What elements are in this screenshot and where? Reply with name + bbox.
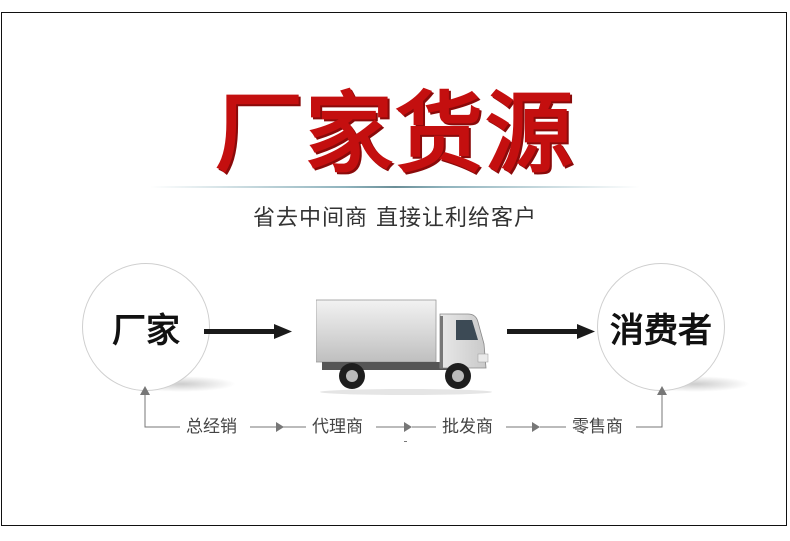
headline: 厂家货源 xyxy=(214,82,575,185)
truck-icon xyxy=(316,299,492,395)
manufacturer-label: 厂家 xyxy=(112,310,180,351)
right-arrow-icon xyxy=(507,324,595,339)
chain-label-agent: 代理商 xyxy=(312,417,363,437)
right-arrow-icon xyxy=(204,324,292,339)
chain-label-general-distributor: 总经销 xyxy=(186,417,237,437)
chain-label-retailer: 零售商 xyxy=(572,417,623,437)
consumer-circle: 消费者 xyxy=(597,263,725,391)
manufacturer-circle: 厂家 xyxy=(82,263,210,391)
divider xyxy=(150,186,640,188)
chain-label-wholesaler: 批发商 xyxy=(442,417,493,437)
subtitle: 省去中间商 直接让利给客户 xyxy=(253,206,537,231)
consumer-label: 消费者 xyxy=(610,310,712,351)
